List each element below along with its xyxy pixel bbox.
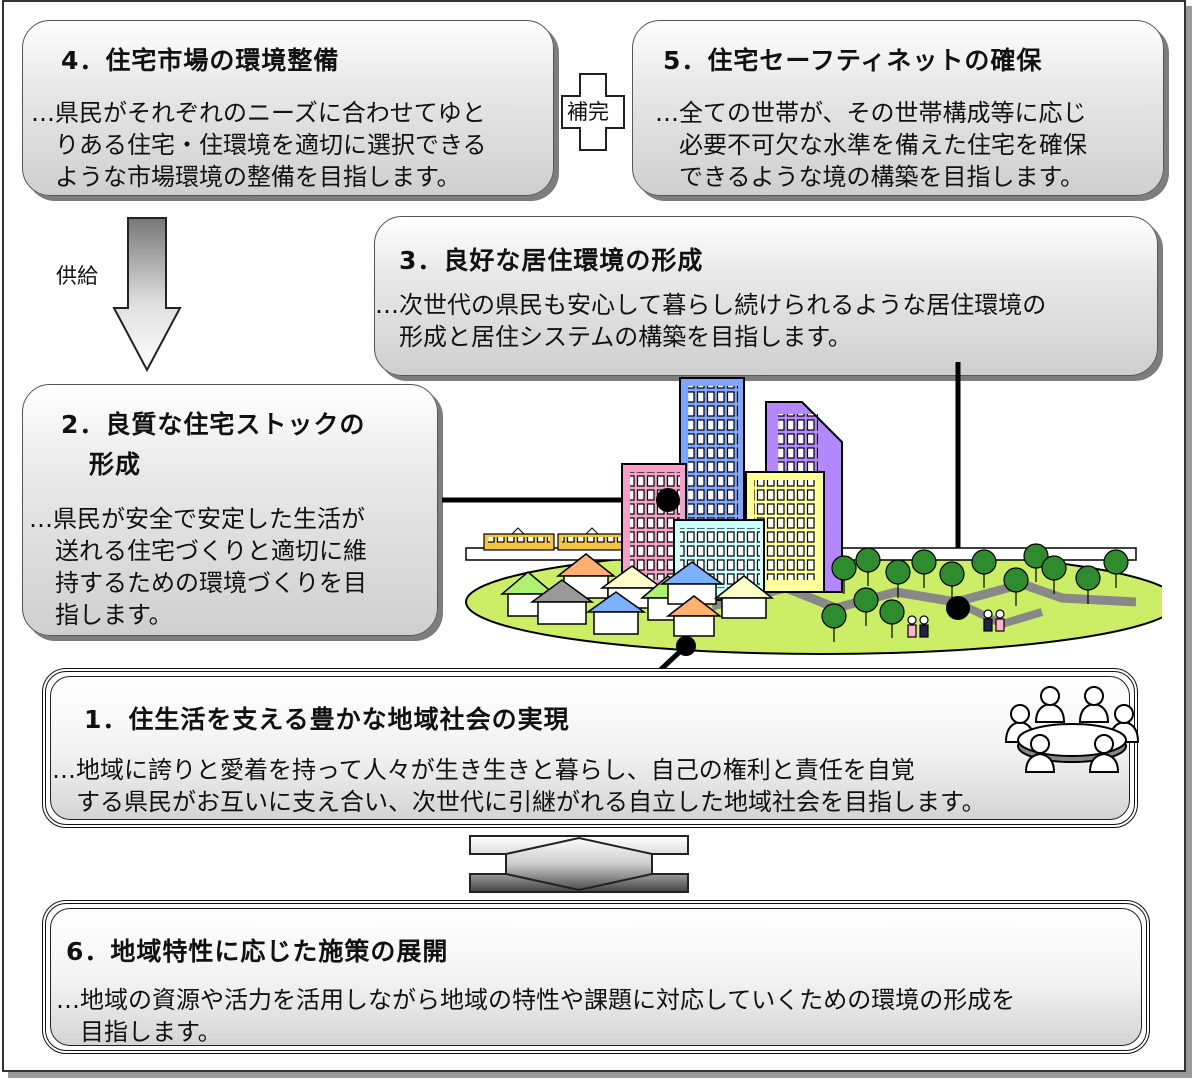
box-regional-measures: 6．地域特性に応じた施策の展開 …地域の資源や活力を活用しながら地域の特性や課題… — [42, 900, 1150, 1054]
box-residential-environment-text: …次世代の県民も安心して暮らし続けられるような居住環境の 形成と居住システムの構… — [375, 291, 1047, 351]
box-housing-market: 4．住宅市場の環境整備 …県民がそれぞれのニーズに合わせてゆと りある住宅・住環… — [22, 20, 554, 196]
box-quality-housing-stock-text: …県民が安全で安定した生活が 送れる住宅づくりと適切に維 持するための環境づくり… — [29, 505, 367, 629]
box-regional-society: 1．住生活を支える豊かな地域社会の実現 …地域に誇りと愛着を持って人々が生き生き… — [42, 668, 1138, 828]
box-residential-environment-title: 3．良好な居住環境の形成 — [399, 246, 704, 275]
box-residential-environment: 3．良好な居住環境の形成 …次世代の県民も安心して暮らし続けられるような居住環境… — [374, 216, 1158, 376]
box-regional-society-text: …地域に誇りと愛着を持って人々が生き生きと暮らし、自己の権利と責任を自覚 する県… — [52, 756, 986, 816]
meeting-people-icon — [1004, 686, 1140, 773]
box-housing-market-title: 4．住宅市場の環境整備 — [61, 46, 340, 75]
box-quality-housing-stock-title: 2．良質な住宅ストックの 形成 — [61, 410, 366, 479]
box-safety-net-title: 5．住宅セーフティネットの確保 — [663, 46, 1043, 75]
kyokyu-label: 供給 — [56, 264, 98, 288]
box-housing-market-text: …県民がそれぞれのニーズに合わせてゆと りある住宅・住環境を適切に選択できる よ… — [31, 99, 487, 191]
box-regional-society-title: 1．住生活を支える豊かな地域社会の実現 — [84, 705, 570, 734]
box-safety-net: 5．住宅セーフティネットの確保 …全ての世帯が、その世帯構成等に応じ 必要不可欠… — [632, 20, 1164, 196]
double-arrow — [469, 835, 689, 893]
plus-cross-icon — [561, 73, 625, 151]
box-regional-measures-text: …地域の資源や活力を活用しながら地域の特性や課題に対応していくための環境の形成を… — [56, 986, 1016, 1046]
hokan-label: 補完 — [567, 100, 609, 124]
town-illustration — [442, 362, 1162, 676]
down-arrow — [112, 217, 182, 372]
box-quality-housing-stock: 2．良質な住宅ストックの 形成 …県民が安全で安定した生活が 送れる住宅づくりと… — [22, 384, 438, 636]
box-regional-measures-title: 6．地域特性に応じた施策の展開 — [66, 937, 449, 966]
box-safety-net-text: …全ての世帯が、その世帯構成等に応じ 必要不可欠な水準を備えた住宅を確保 できる… — [655, 99, 1087, 191]
